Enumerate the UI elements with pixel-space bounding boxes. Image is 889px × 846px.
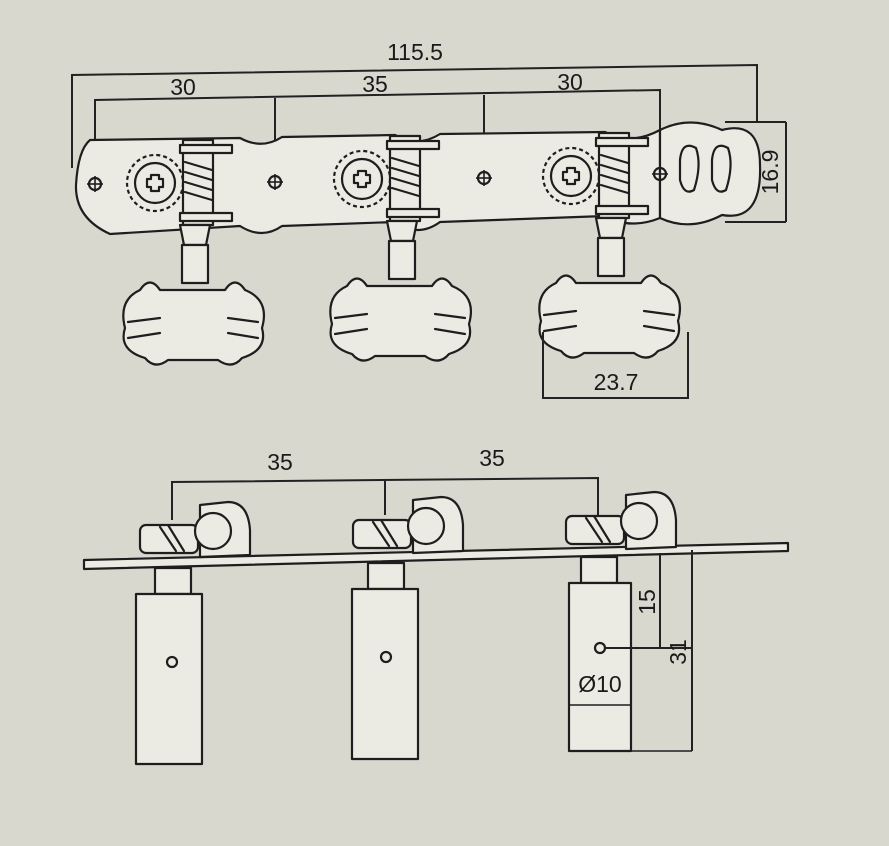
tuner-2 (329, 134, 473, 362)
worm (178, 138, 234, 227)
knob (329, 219, 473, 362)
dim-post-height: 15 31 Ø10 (578, 550, 693, 751)
side-view: 35 35 (82, 445, 790, 766)
dim-left-label: 30 (170, 74, 196, 100)
dim-height-label: 16.9 (757, 150, 783, 195)
dim-overall-width: 115.5 (71, 39, 758, 168)
dim-knob-width: 23.7 (542, 332, 689, 399)
side-plate (82, 541, 790, 571)
screw-hole (267, 174, 283, 190)
worm (594, 131, 650, 220)
dim-side-left-label: 35 (267, 449, 293, 475)
dim-side-right-label: 35 (479, 445, 505, 471)
gear (332, 149, 392, 209)
tuner-1 (122, 138, 266, 366)
dim-right-label: 30 (557, 69, 583, 95)
gear (125, 153, 185, 213)
screw-hole (652, 166, 668, 182)
post-2 (350, 495, 465, 761)
gear (541, 146, 601, 206)
plate-end-tab: 16.9 (658, 121, 787, 226)
post-1 (134, 500, 252, 766)
dim-knob-label: 23.7 (594, 369, 639, 395)
dim-31-label: 31 (665, 639, 691, 665)
post-3 (564, 490, 692, 753)
screw-holes (87, 166, 668, 192)
dim-side-spacing: 35 35 (171, 445, 599, 520)
top-view: 115.5 30 35 30 16.9 (71, 39, 787, 399)
tuner-3 (538, 131, 682, 359)
screw-hole (476, 170, 492, 186)
dim-15-label: 15 (634, 589, 660, 615)
knob (538, 216, 682, 359)
dim-diameter-label: Ø10 (578, 671, 621, 697)
dim-overall-label: 115.5 (387, 39, 443, 65)
screw-hole (87, 176, 103, 192)
knob (122, 223, 266, 366)
dim-middle-label: 35 (362, 71, 388, 97)
